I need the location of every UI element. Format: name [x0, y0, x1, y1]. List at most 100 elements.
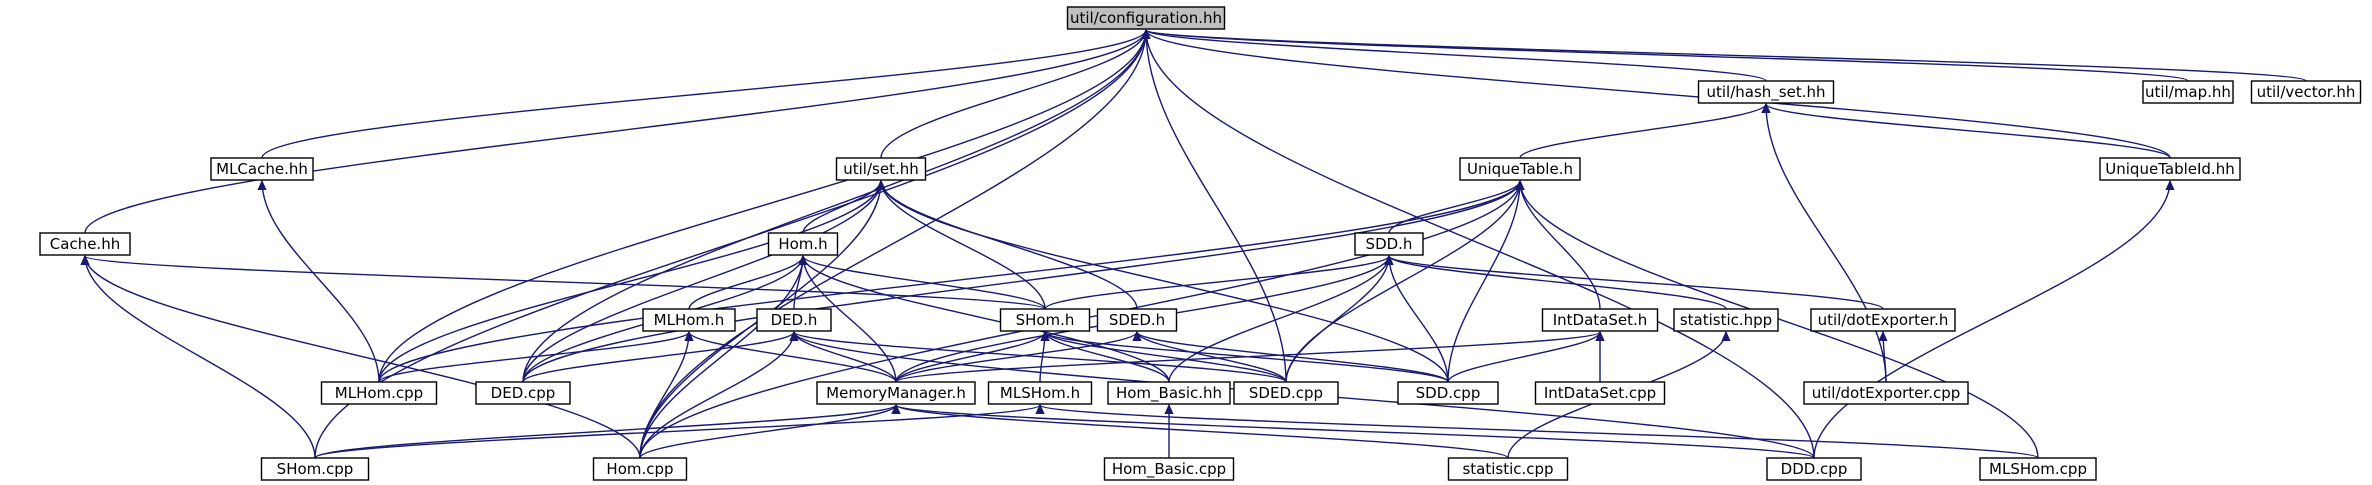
edge-memorymanager-to-intdataset_h [895, 332, 1600, 383]
node-mlshom-cpp[interactable]: MLSHom.cpp [1979, 457, 2097, 481]
edge-map-to-configuration [1146, 30, 2189, 82]
node-vector[interactable]: util/vector.hh [2250, 80, 2362, 104]
edge-ddd_cpp-to-uniquetableid [1813, 181, 2170, 459]
edge-mlhom_cpp-to-mlhom_h [378, 332, 689, 383]
node-dotexporter-cpp[interactable]: util/dotExporter.cpp [1803, 381, 1969, 405]
edge-shom_h-to-hom_h [803, 256, 1046, 310]
node-sdd-h[interactable]: SDD.h [1354, 232, 1424, 256]
edge-uniquetable-to-hash_set [1519, 104, 1766, 159]
node-box [1534, 381, 1666, 405]
edge-mlshom_cpp-to-uniquetable [1520, 181, 2039, 459]
edge-mlhom_cpp-to-configuration [378, 30, 1146, 383]
node-hom-cpp[interactable]: Hom.cpp [592, 457, 688, 481]
node-statistic-cpp[interactable]: statistic.cpp [1447, 457, 1569, 481]
node-uniquetable[interactable]: UniqueTable.h [1459, 157, 1581, 181]
node-hom-basic-cpp[interactable]: Hom_Basic.cpp [1103, 457, 1235, 481]
edge-sded_h-to-set [881, 181, 1138, 310]
edge-memorymanager-to-sded_h [895, 332, 1137, 383]
node-label: UniqueTable.h [1467, 160, 1573, 178]
edge-mlhom_cpp-to-set [378, 181, 881, 383]
node-label: IntDataSet.h [1553, 311, 1648, 329]
edge-sded_cpp-to-shom_h [1045, 332, 1287, 383]
node-box [999, 308, 1091, 332]
node-ddd-cpp[interactable]: DDD.cpp [1766, 457, 1862, 481]
edge-statistic_hpp-to-sdd_h [1389, 256, 1727, 310]
node-box [1766, 457, 1862, 481]
node-box [320, 381, 438, 405]
node-sded-cpp[interactable]: SDED.cpp [1233, 381, 1339, 405]
node-label: util/vector.hh [2257, 83, 2356, 101]
node-box [767, 232, 839, 256]
node-cache[interactable]: Cache.hh [39, 232, 131, 256]
node-map[interactable]: util/map.hh [2142, 80, 2234, 104]
edge-shom_cpp-to-mlshom_h [314, 405, 1040, 459]
node-box [756, 308, 832, 332]
node-uniquetableid[interactable]: UniqueTableId.hh [2099, 157, 2241, 181]
edge-sdd_cpp-to-set [881, 181, 1449, 383]
edge-shom_h-to-set [881, 181, 1046, 310]
edge-hom_h-to-set [802, 181, 881, 234]
node-label: util/configuration.hh [1070, 9, 1222, 27]
node-box [592, 457, 688, 481]
edge-memorymanager-to-ded_h [794, 332, 897, 383]
node-box [475, 381, 571, 405]
node-label: SDD.cpp [1416, 384, 1481, 402]
node-intdataset-h[interactable]: IntDataSet.h [1541, 308, 1659, 332]
node-label: statistic.cpp [1462, 460, 1553, 478]
node-set[interactable]: util/set.hh [835, 157, 927, 181]
node-hash-set[interactable]: util/hash_set.hh [1697, 80, 1835, 104]
edge-dotexporter_h-to-sdd_h [1389, 256, 1884, 310]
node-box [1397, 381, 1499, 405]
node-box [1979, 457, 2097, 481]
node-hom-h[interactable]: Hom.h [767, 232, 839, 256]
node-box [1803, 381, 1969, 405]
node-box [1233, 381, 1339, 405]
edge-shom_cpp-to-cache [85, 256, 316, 459]
edge-mlshom_cpp-to-mlshom_h [1040, 405, 2039, 459]
node-dotexporter-h[interactable]: util/dotExporter.h [1810, 308, 1956, 332]
edge-ddd_cpp-to-memorymanager [896, 405, 1815, 459]
node-mlcache[interactable]: MLCache.hh [210, 157, 314, 181]
node-label: Hom_Basic.cpp [1112, 460, 1226, 479]
node-shom-h[interactable]: SHom.h [999, 308, 1091, 332]
node-intdataset-cpp[interactable]: IntDataSet.cpp [1534, 381, 1666, 405]
node-ded-h[interactable]: DED.h [756, 308, 832, 332]
node-mlhom-h[interactable]: MLHom.h [642, 308, 736, 332]
node-label: util/dotExporter.h [1818, 311, 1949, 329]
edge-ded_cpp-to-set [522, 181, 881, 383]
node-box [1541, 308, 1659, 332]
node-box [39, 232, 131, 256]
node-configuration[interactable]: util/configuration.hh [1066, 6, 1226, 30]
node-label: MLCache.hh [216, 160, 308, 178]
node-mlhom-cpp[interactable]: MLHom.cpp [320, 381, 438, 405]
node-label: IntDataSet.cpp [1544, 384, 1656, 402]
edge-ded_cpp-to-configuration [522, 30, 1146, 383]
node-box [1697, 80, 1835, 104]
edge-shom_h-to-sdd_h [1044, 256, 1389, 310]
edge-sded_cpp-to-configuration [1146, 30, 1287, 383]
node-label: SHom.h [1016, 311, 1075, 329]
node-box [260, 457, 370, 481]
node-label: Cache.hh [50, 235, 120, 253]
edge-sdd_cpp-to-intdataset_h [1447, 332, 1600, 383]
node-label: util/dotExporter.cpp [1812, 384, 1961, 402]
node-label: MLHom.cpp [335, 384, 423, 402]
edge-memorymanager-to-shom_h [895, 332, 1045, 383]
node-memorymanager[interactable]: MemoryManager.h [816, 381, 976, 405]
node-box [1096, 308, 1178, 332]
node-sded-h[interactable]: SDED.h [1096, 308, 1178, 332]
edge-sdd_cpp-to-sded_h [1137, 332, 1449, 383]
node-label: UniqueTableId.hh [2105, 160, 2234, 178]
node-statistic-hpp[interactable]: statistic.hpp [1673, 308, 1779, 332]
node-shom-cpp[interactable]: SHom.cpp [260, 457, 370, 481]
node-hom-basic-hh[interactable]: Hom_Basic.hh [1107, 381, 1231, 405]
edge-mlcache-to-configuration [261, 30, 1146, 159]
edge-hom_cpp-to-cache [85, 256, 641, 459]
node-sdd-cpp[interactable]: SDD.cpp [1397, 381, 1499, 405]
node-ded-cpp[interactable]: DED.cpp [475, 381, 571, 405]
node-label: SDED.h [1109, 311, 1165, 329]
node-box [1459, 157, 1581, 181]
edge-dotexporter_cpp-to-hash_set [1766, 104, 1887, 383]
node-mlshom-h[interactable]: MLSHom.h [987, 381, 1093, 405]
